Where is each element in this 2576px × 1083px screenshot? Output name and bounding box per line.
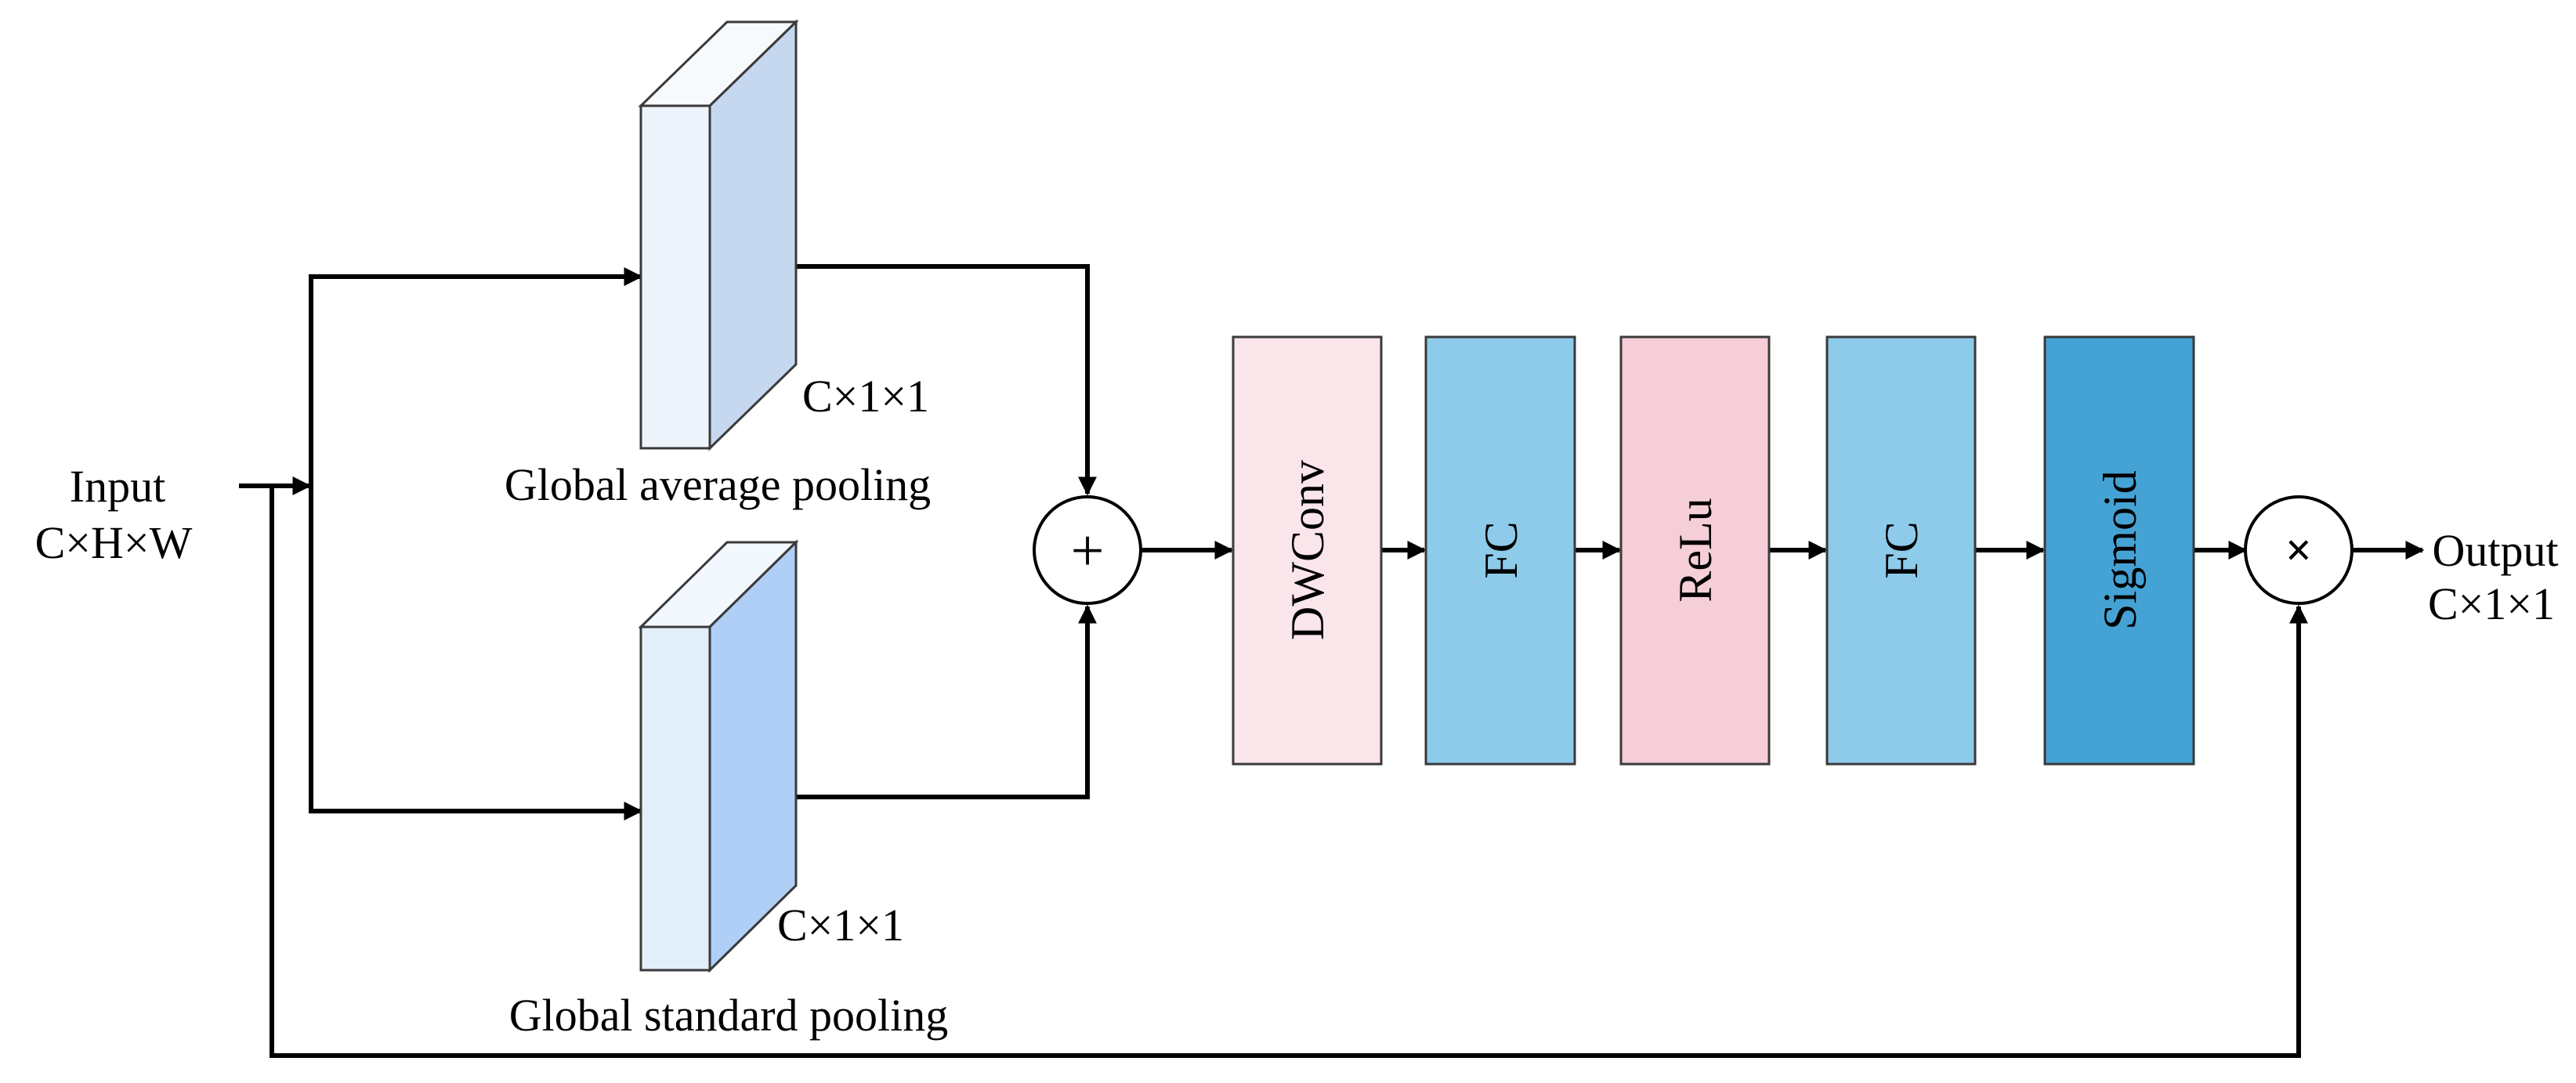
block-dwconv-rect bbox=[1232, 335, 1383, 766]
gap-to-add-wire bbox=[776, 264, 1097, 496]
block-fc-1: FC bbox=[1424, 335, 1576, 766]
global-standard-pooling-block bbox=[638, 539, 799, 973]
block-fc-1-label: FC bbox=[1475, 521, 1527, 578]
gsp-shape-label: C×1×1 bbox=[777, 900, 904, 951]
block-sigmoid-rect bbox=[2043, 335, 2195, 766]
gsp-name-label: Global standard pooling bbox=[509, 990, 949, 1041]
residual-wire bbox=[270, 486, 2308, 1058]
multiply-operator: × bbox=[2244, 495, 2353, 605]
gap-front-face bbox=[639, 104, 711, 450]
block-dwconv-label: DWConv bbox=[1282, 460, 1333, 640]
block-dwconv: DWConv bbox=[1232, 335, 1383, 766]
wire-to-gsp bbox=[309, 486, 643, 820]
block-sigmoid-label: Sigmoid bbox=[2094, 470, 2146, 629]
gap-name-label: Global average pooling bbox=[505, 459, 931, 510]
global-average-pooling-block bbox=[638, 19, 799, 451]
input-label: Input bbox=[70, 461, 165, 512]
block-fc-2: FC bbox=[1825, 335, 1977, 766]
block-relu: ReLu bbox=[1619, 335, 1771, 766]
gap-shape-label: C×1×1 bbox=[802, 371, 929, 422]
block-fc-2-rect bbox=[1825, 335, 1977, 766]
gsp-to-add-wire bbox=[776, 604, 1097, 799]
add-symbol: + bbox=[1071, 518, 1105, 584]
wire-to-gap bbox=[309, 267, 643, 486]
add-operator: + bbox=[1033, 495, 1142, 605]
output-shape-label: C×1×1 bbox=[2428, 578, 2555, 629]
block-sigmoid: Sigmoid bbox=[2043, 335, 2195, 766]
input-shape-label: C×H×W bbox=[35, 517, 193, 568]
block-relu-rect bbox=[1619, 335, 1771, 766]
block-relu-label: ReLu bbox=[1670, 498, 1721, 602]
block-fc-1-rect bbox=[1424, 335, 1576, 766]
block-fc-2-label: FC bbox=[1876, 521, 1927, 578]
multiply-symbol: × bbox=[2285, 524, 2312, 576]
output-label: Output bbox=[2432, 525, 2558, 576]
gsp-front-face bbox=[639, 625, 711, 972]
